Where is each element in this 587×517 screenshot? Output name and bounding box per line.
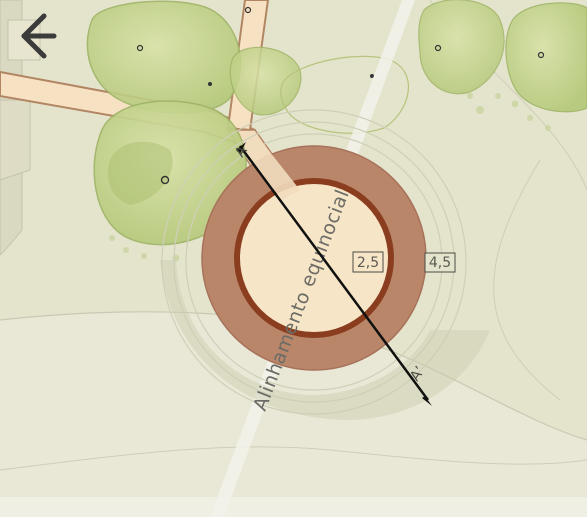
arrow-left-icon [21,13,57,59]
section-line-arrowhead [236,142,246,154]
tree-trunk-marker [244,6,252,14]
left-planter [0,99,31,181]
inner-radius-label-box [352,251,384,273]
outer-radius-label: 4,5 [429,255,451,271]
lower-lawn-area [0,311,587,517]
back-button[interactable] [10,10,62,62]
tree-trunk-marker [434,44,442,52]
tree-canopy [229,46,302,116]
outer-radius-label-box [424,252,456,273]
tree-trunk-marker [160,175,170,185]
section-line [238,145,430,401]
entry-path-overlay [242,142,300,200]
tree-trunk-marker [208,82,212,86]
tree-outline [280,55,409,134]
tree-canopy [86,0,242,114]
tree-trunk-marker [136,44,144,52]
plaza-cast-shadow [160,260,490,420]
inner-radius-label: 2,5 [357,255,379,271]
tree-canopy [418,0,505,95]
tree-trunk-marker [370,74,374,78]
lawn-contour-line [0,446,587,471]
bottom-margin-strip [0,497,587,517]
tree-shadow [107,141,173,205]
tree-canopy [505,2,587,113]
section-line-arrowhead [422,396,432,406]
tree-trunk-marker [537,51,545,59]
terrain-contour-line [493,159,561,401]
